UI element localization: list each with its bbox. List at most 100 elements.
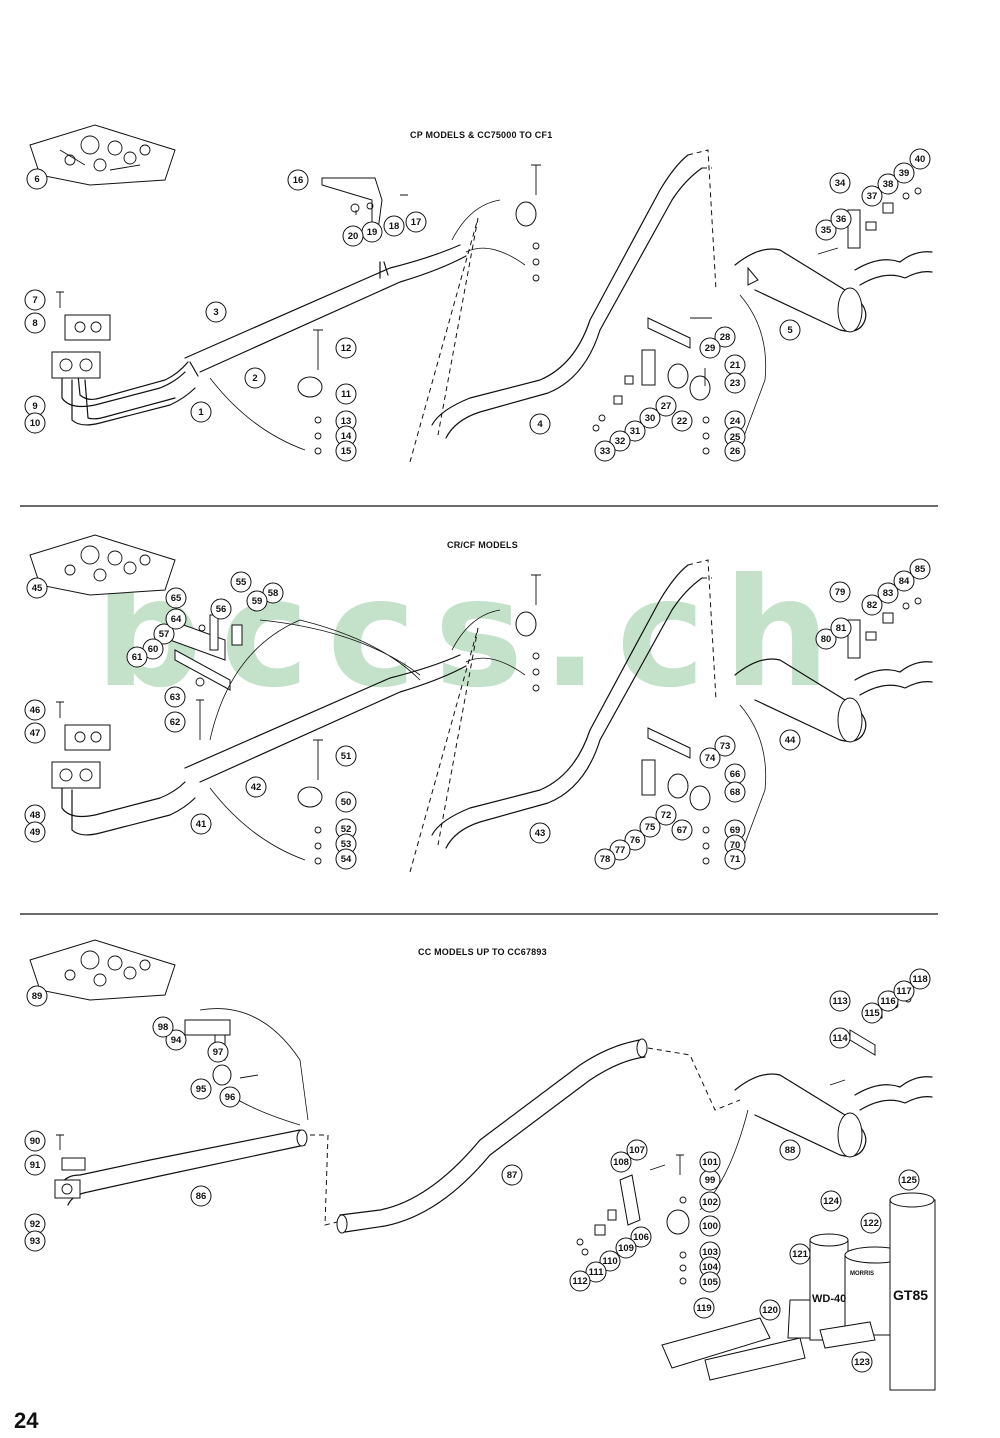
part-callout-47: 47 — [24, 722, 46, 744]
svg-text:66: 66 — [730, 769, 741, 780]
part-callout-107: 107 — [626, 1139, 648, 1161]
callout-layer: 1234567891011121314151617181920212223242… — [24, 148, 931, 1373]
svg-text:96: 96 — [225, 1092, 236, 1103]
part-callout-29: 29 — [699, 337, 721, 359]
svg-text:89: 89 — [32, 991, 43, 1002]
part-callout-2: 2 — [244, 367, 266, 389]
svg-text:31: 31 — [630, 426, 641, 437]
section-3-drawing: WD-40 MORRIS GT85 — [29, 939, 936, 1391]
svg-text:2: 2 — [252, 373, 257, 384]
part-callout-67: 67 — [671, 819, 693, 841]
part-callout-6: 6 — [26, 168, 48, 190]
svg-text:117: 117 — [896, 986, 911, 997]
part-callout-62: 62 — [164, 711, 186, 733]
svg-text:54: 54 — [341, 854, 352, 865]
part-callout-79: 79 — [829, 581, 851, 603]
svg-text:6: 6 — [34, 174, 39, 185]
svg-text:109: 109 — [618, 1243, 634, 1254]
svg-text:36: 36 — [836, 214, 847, 225]
svg-text:58: 58 — [268, 588, 279, 599]
svg-text:21: 21 — [730, 360, 741, 371]
svg-text:37: 37 — [867, 191, 878, 202]
svg-text:88: 88 — [785, 1145, 796, 1156]
svg-text:71: 71 — [730, 854, 741, 865]
part-callout-30: 30 — [639, 407, 661, 429]
svg-text:60: 60 — [148, 644, 159, 655]
svg-text:29: 29 — [705, 343, 716, 354]
morris-label: MORRIS — [850, 1271, 874, 1277]
svg-text:122: 122 — [863, 1218, 879, 1229]
part-callout-44: 44 — [779, 729, 801, 751]
part-callout-31: 31 — [624, 420, 646, 442]
svg-text:34: 34 — [835, 178, 846, 189]
part-callout-101: 101 — [699, 1151, 721, 1173]
part-callout-16: 16 — [287, 169, 309, 191]
part-callout-123: 123 — [851, 1351, 873, 1373]
part-callout-121: 121 — [789, 1243, 811, 1265]
svg-text:82: 82 — [867, 600, 878, 611]
svg-text:85: 85 — [915, 564, 926, 575]
part-callout-43: 43 — [529, 822, 551, 844]
part-callout-109: 109 — [615, 1237, 637, 1259]
part-callout-89: 89 — [26, 985, 48, 1007]
part-callout-3: 3 — [205, 301, 227, 323]
part-callout-64: 64 — [165, 608, 187, 630]
svg-text:7: 7 — [32, 295, 37, 306]
part-callout-38: 38 — [877, 173, 899, 195]
svg-text:95: 95 — [196, 1084, 207, 1095]
part-callout-12: 12 — [335, 337, 357, 359]
part-callout-20: 20 — [342, 225, 364, 247]
svg-text:113: 113 — [832, 996, 847, 1007]
svg-text:52: 52 — [341, 824, 352, 835]
small-bottle — [787, 1299, 813, 1339]
svg-text:65: 65 — [171, 593, 182, 604]
svg-text:27: 27 — [661, 401, 672, 412]
part-callout-19: 19 — [361, 221, 383, 243]
part-callout-15: 15 — [335, 440, 357, 462]
part-callout-116: 116 — [877, 990, 899, 1012]
svg-text:8: 8 — [32, 318, 37, 329]
section-title-cc: CC MODELS UP TO CC67893 — [418, 947, 547, 957]
svg-text:18: 18 — [389, 221, 400, 232]
part-callout-118: 118 — [909, 968, 931, 990]
part-callout-73: 73 — [714, 735, 736, 757]
svg-text:25: 25 — [730, 432, 741, 443]
part-callout-72: 72 — [655, 804, 677, 826]
svg-text:35: 35 — [821, 225, 832, 236]
svg-text:75: 75 — [645, 822, 656, 833]
svg-text:90: 90 — [30, 1136, 41, 1147]
svg-text:118: 118 — [912, 974, 927, 985]
svg-text:48: 48 — [30, 810, 41, 821]
part-callout-34: 34 — [829, 172, 851, 194]
svg-text:19: 19 — [367, 227, 378, 238]
part-callout-76: 76 — [624, 829, 646, 851]
svg-text:101: 101 — [702, 1157, 719, 1168]
svg-text:46: 46 — [30, 705, 41, 716]
part-callout-11: 11 — [335, 383, 357, 405]
part-callout-28: 28 — [714, 326, 736, 348]
fitting-kit-bag — [29, 124, 176, 186]
svg-text:74: 74 — [705, 753, 716, 764]
part-callout-7: 7 — [24, 289, 46, 311]
svg-text:106: 106 — [633, 1232, 649, 1243]
part-callout-92: 92 — [24, 1213, 46, 1235]
part-callout-37: 37 — [861, 185, 883, 207]
gt85-label: GT85 — [893, 1287, 928, 1303]
part-callout-117: 117 — [893, 980, 915, 1002]
svg-text:99: 99 — [705, 1175, 716, 1186]
svg-text:53: 53 — [341, 839, 352, 850]
svg-text:32: 32 — [615, 436, 626, 447]
svg-text:40: 40 — [915, 154, 926, 165]
part-callout-56: 56 — [210, 598, 232, 620]
part-callout-26: 26 — [724, 440, 746, 462]
svg-text:84: 84 — [899, 576, 910, 587]
part-callout-33: 33 — [594, 440, 616, 462]
part-callout-120: 120 — [759, 1299, 781, 1321]
part-callout-46: 46 — [24, 699, 46, 721]
svg-text:115: 115 — [864, 1008, 880, 1019]
part-callout-102: 102 — [699, 1191, 721, 1213]
part-callout-10: 10 — [24, 412, 46, 434]
svg-text:1: 1 — [198, 407, 204, 418]
svg-text:62: 62 — [170, 717, 181, 728]
part-callout-23: 23 — [724, 372, 746, 394]
